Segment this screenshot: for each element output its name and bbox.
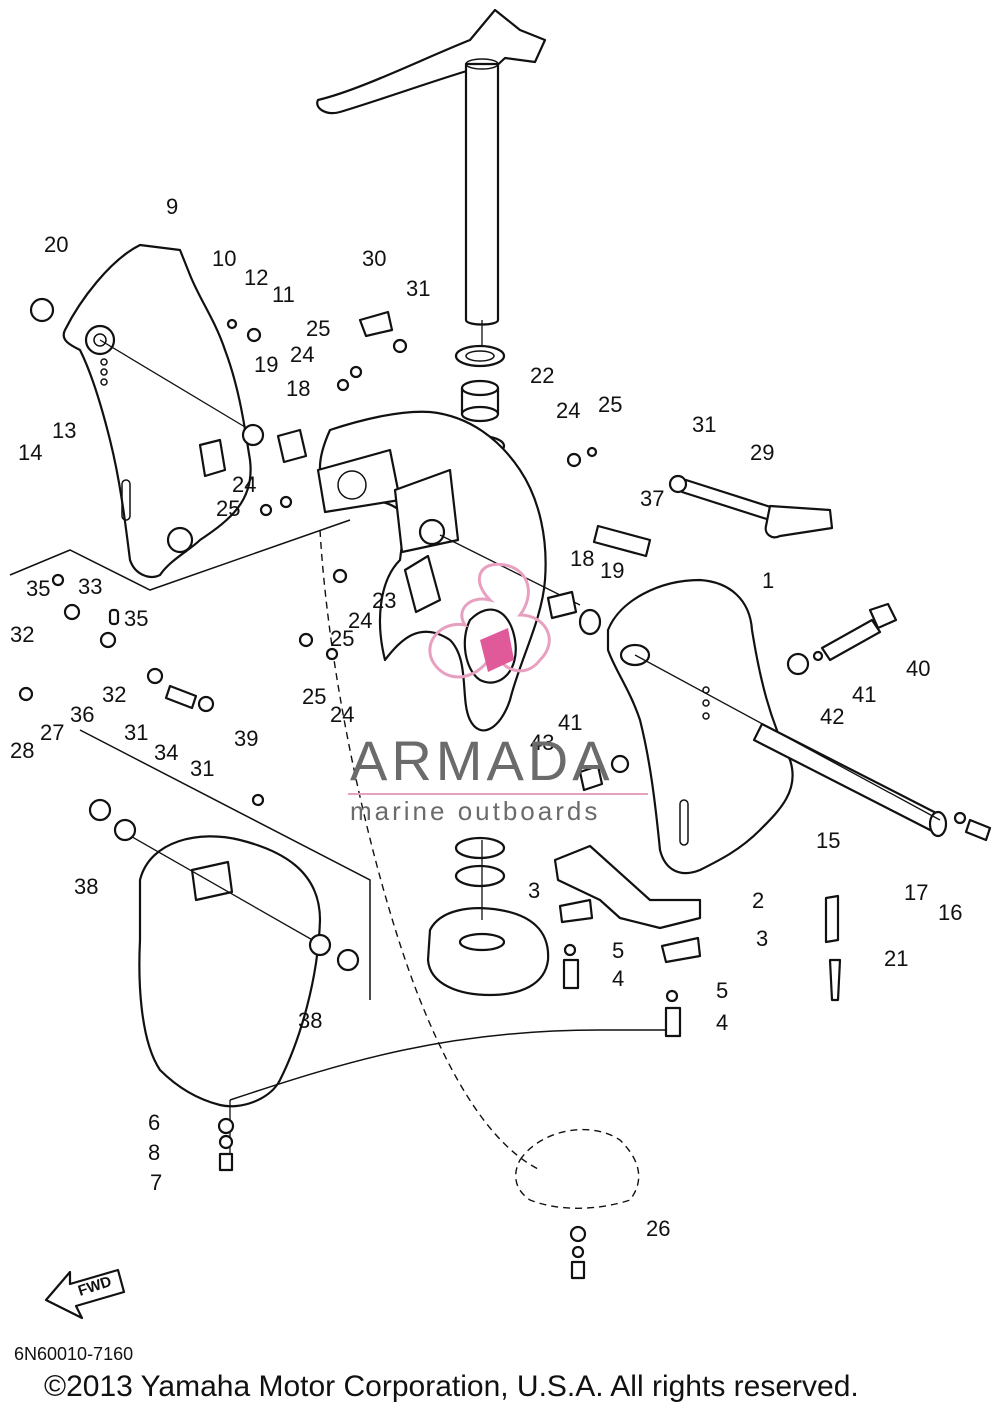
- label-36: 36: [70, 702, 94, 727]
- tilt-pin: [668, 474, 834, 539]
- label-3: 3: [756, 926, 768, 951]
- label-9: 9: [166, 194, 178, 219]
- label-40: 40: [906, 656, 930, 681]
- label-8: 8: [148, 1140, 160, 1165]
- label-22: 22: [530, 363, 554, 388]
- label-38: 38: [298, 1008, 322, 1033]
- watermark-tagline: marine outboards: [350, 796, 600, 826]
- label-18: 18: [570, 546, 594, 571]
- label-26: 26: [646, 1216, 670, 1241]
- label-19: 19: [254, 352, 278, 377]
- label-14: 14: [18, 440, 42, 465]
- label-24: 24: [556, 398, 580, 423]
- fwd-arrow: FWD: [44, 1268, 126, 1320]
- part-labels: 1 2 3 3 4 4 5 5 6 7 8 9 10 11 12 13 14 1…: [10, 194, 962, 1241]
- label-24: 24: [232, 472, 256, 497]
- label-6: 6: [148, 1110, 160, 1135]
- label-10: 10: [212, 246, 236, 271]
- label-15: 15: [816, 828, 840, 853]
- label-41: 41: [558, 710, 582, 735]
- label-41: 41: [852, 682, 876, 707]
- label-32: 32: [10, 622, 34, 647]
- label-31: 31: [190, 756, 214, 781]
- leader-lines: [9, 320, 941, 1171]
- label-4: 4: [612, 966, 624, 991]
- label-1: 1: [762, 568, 774, 593]
- label-4: 4: [716, 1010, 728, 1035]
- label-18: 18: [286, 376, 310, 401]
- label-17: 17: [904, 880, 928, 905]
- through-tube: [752, 722, 948, 838]
- label-25: 25: [302, 684, 326, 709]
- pin-37: [592, 524, 652, 558]
- label-23: 23: [372, 588, 396, 613]
- part-code: 6N60010-7160: [14, 1344, 134, 1364]
- lower-mount-housing: [138, 835, 322, 1108]
- armada-watermark: ARMADA marine outboards: [348, 562, 648, 826]
- label-25: 25: [598, 392, 622, 417]
- label-24: 24: [290, 342, 314, 367]
- label-25: 25: [216, 496, 240, 521]
- label-34: 34: [154, 740, 178, 765]
- label-11: 11: [272, 282, 295, 307]
- label-20: 20: [44, 232, 68, 257]
- label-24: 24: [348, 608, 372, 633]
- label-38: 38: [74, 874, 98, 899]
- steering-arm: [316, 8, 547, 326]
- label-31: 31: [406, 276, 430, 301]
- label-25: 25: [306, 316, 330, 341]
- label-29: 29: [750, 440, 774, 465]
- label-42: 42: [820, 704, 844, 729]
- bolt-40: [820, 602, 898, 662]
- left-clamp-bracket: [62, 243, 252, 578]
- label-2: 2: [752, 888, 764, 913]
- label-33: 33: [78, 574, 102, 599]
- lower-rubber-mount: [426, 836, 550, 997]
- label-19: 19: [600, 558, 624, 583]
- label-24: 24: [330, 702, 354, 727]
- label-31: 31: [692, 412, 716, 437]
- label-27: 27: [40, 720, 64, 745]
- label-35: 35: [124, 606, 148, 631]
- label-31: 31: [124, 720, 148, 745]
- label-3: 3: [528, 878, 540, 903]
- label-32: 32: [102, 682, 126, 707]
- propeller-hub-icon: [480, 628, 514, 672]
- label-43: 43: [530, 730, 554, 755]
- label-16: 16: [938, 900, 962, 925]
- hardware-parts: [18, 297, 992, 1280]
- label-5: 5: [716, 978, 728, 1003]
- label-21: 21: [884, 946, 908, 971]
- label-35: 35: [26, 576, 50, 601]
- propeller-logo-icon: [428, 562, 551, 679]
- watermark-brand: ARMADA: [350, 729, 614, 792]
- label-13: 13: [52, 418, 76, 443]
- label-12: 12: [244, 265, 268, 290]
- plate-bracket: [553, 844, 702, 930]
- label-37: 37: [640, 486, 664, 511]
- label-7: 7: [150, 1170, 162, 1195]
- label-28: 28: [10, 738, 34, 763]
- label-30: 30: [362, 246, 386, 271]
- label-39: 39: [234, 726, 258, 751]
- copyright-notice: ©2013 Yamaha Motor Corporation, U.S.A. A…: [44, 1370, 859, 1403]
- lower-cover-outline: [514, 1128, 640, 1209]
- label-5: 5: [612, 938, 624, 963]
- label-25: 25: [330, 626, 354, 651]
